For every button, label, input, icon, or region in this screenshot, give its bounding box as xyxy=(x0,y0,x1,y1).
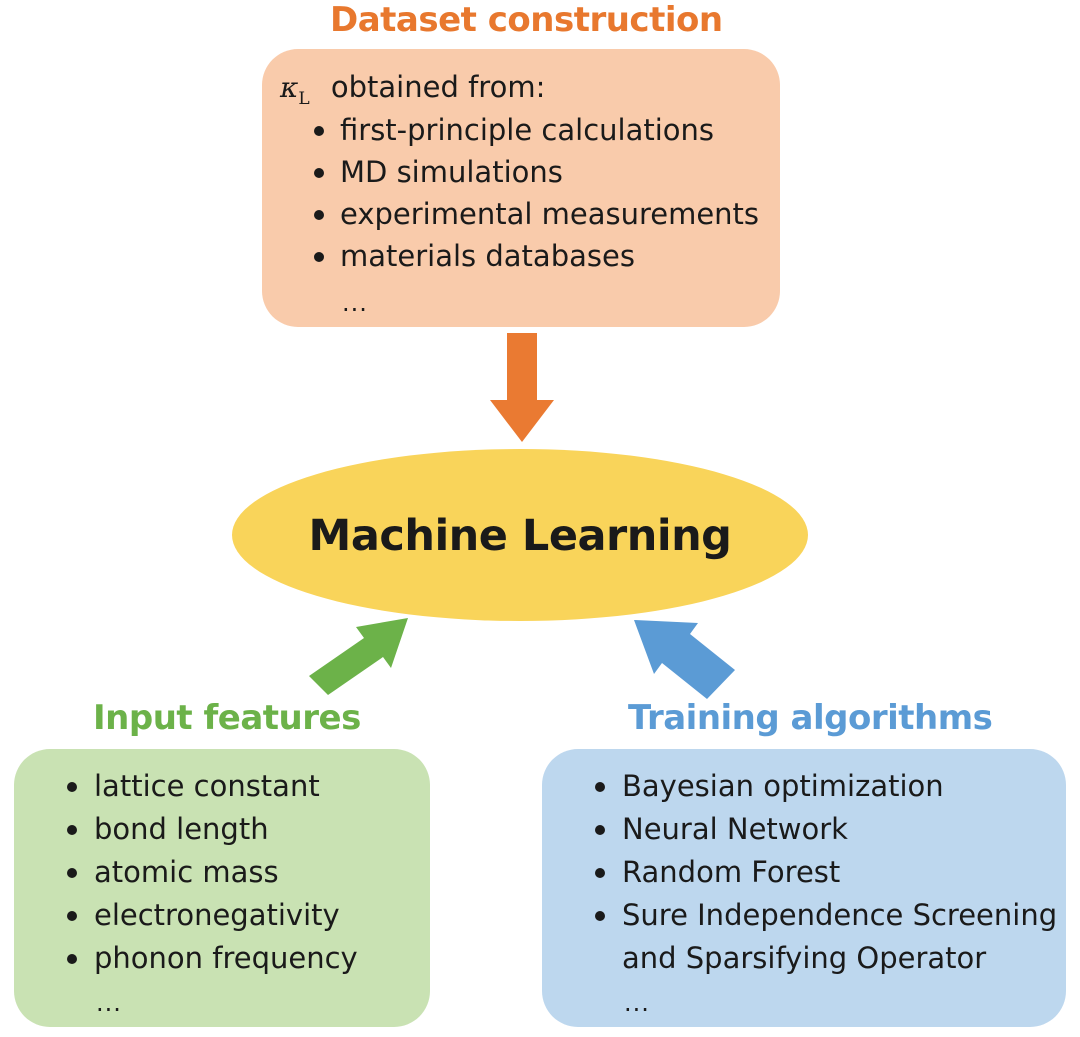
training-algorithm-item: Random Forest xyxy=(622,855,841,889)
kappa-lead-text: obtained from: xyxy=(330,70,546,104)
dataset-item: materials databases xyxy=(340,239,635,273)
input-features-ellipsis: ... xyxy=(96,989,122,1017)
bullet-icon xyxy=(67,868,77,878)
dataset-item: first-principle calculations xyxy=(340,113,715,147)
kappa-symbol: κ xyxy=(280,71,299,104)
bullet-icon xyxy=(314,252,324,262)
dataset-construction-box xyxy=(262,49,780,327)
training-algorithms-ellipsis: ... xyxy=(624,989,650,1017)
training-algorithm-item-continuation: and Sparsifying Operator xyxy=(622,941,987,975)
input-feature-item: lattice constant xyxy=(94,769,320,803)
input-features-title: Input features xyxy=(93,698,361,738)
dataset-item: MD simulations xyxy=(340,155,563,189)
bullet-icon xyxy=(67,911,77,921)
training-algorithm-item: Sure Independence Screening xyxy=(622,898,1058,932)
bullet-icon xyxy=(67,954,77,964)
machine-learning-label: Machine Learning xyxy=(308,511,732,561)
training-algorithm-item: Bayesian optimization xyxy=(622,769,944,803)
arrow-up-right-icon xyxy=(309,618,408,695)
bullet-icon xyxy=(314,168,324,178)
dataset-ellipsis: ... xyxy=(342,289,368,317)
bullet-icon xyxy=(595,868,605,878)
bullet-icon xyxy=(595,825,605,835)
training-algorithms-box xyxy=(542,749,1066,1027)
bullet-icon xyxy=(67,825,77,835)
bullet-icon xyxy=(314,210,324,220)
input-features-box xyxy=(14,749,430,1027)
dataset-construction-title: Dataset construction xyxy=(330,0,723,40)
bullet-icon xyxy=(595,782,605,792)
input-feature-item: atomic mass xyxy=(94,855,279,889)
arrow-up-left-icon xyxy=(634,620,735,699)
bullet-icon xyxy=(595,911,605,921)
bullet-icon xyxy=(314,126,324,136)
input-feature-item: electronegativity xyxy=(94,898,340,932)
kappa-subscript: L xyxy=(298,88,310,109)
bullet-icon xyxy=(67,782,77,792)
training-algorithm-item: Neural Network xyxy=(622,812,848,846)
training-algorithms-title: Training algorithms xyxy=(628,698,993,738)
input-feature-item: phonon frequency xyxy=(94,941,358,975)
dataset-item: experimental measurements xyxy=(340,197,760,231)
kappa-lead-line: κL obtained from: xyxy=(280,73,545,108)
arrow-down-icon xyxy=(490,333,554,442)
machine-learning-ellipse xyxy=(232,449,808,621)
input-feature-item: bond length xyxy=(94,812,269,846)
